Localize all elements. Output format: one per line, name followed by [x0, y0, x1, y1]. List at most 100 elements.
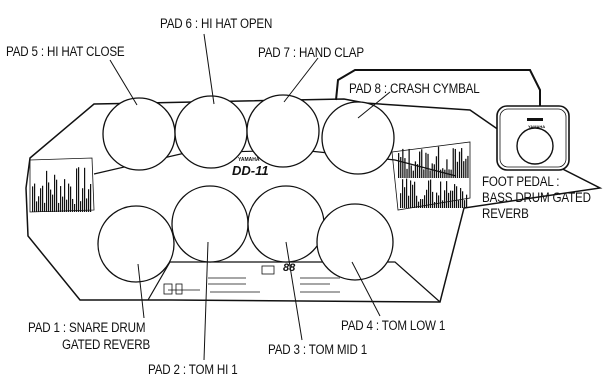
grille-bar: [444, 169, 446, 178]
foot-pedal: [496, 105, 570, 171]
right-grille-bars-upper: [398, 146, 469, 178]
grille-bar: [58, 202, 60, 212]
grille-bar: [465, 158, 467, 178]
grille-bar: [467, 155, 469, 178]
grille-bar: [414, 161, 417, 178]
grille-bar: [434, 201, 436, 208]
grille-bar: [440, 169, 442, 178]
grille-bar: [400, 157, 402, 178]
grille-bar: [408, 148, 410, 178]
grille-bar: [410, 180, 412, 208]
grille-bar: [462, 191, 464, 208]
grille-bar: [450, 190, 452, 208]
grille-bar: [452, 190, 454, 208]
grille-bar: [50, 189, 52, 212]
grille-bar: [74, 203, 76, 212]
grille-bar: [62, 196, 64, 212]
grille-bar: [406, 178, 408, 208]
grille-bar: [435, 156, 438, 178]
grille-bar: [422, 199, 424, 208]
left-speaker-grille: [29, 157, 95, 213]
grille-bar: [428, 180, 430, 208]
label-pad-1-line2: GATED REVERB: [62, 337, 151, 352]
grille-bar: [463, 161, 465, 178]
grille-bar: [466, 194, 468, 208]
pad-7: [246, 94, 320, 168]
grille-bar: [398, 153, 400, 178]
grille-bar: [446, 159, 448, 178]
grille-bar: [88, 189, 90, 212]
grille-bar: [84, 167, 86, 212]
grille-bar: [76, 168, 78, 212]
grille-bar: [38, 196, 40, 212]
grille-bar: [82, 188, 84, 212]
grille-bar: [432, 191, 434, 208]
grille-bar: [431, 163, 433, 178]
label-pad-6: PAD 6 : HI HAT OPEN: [160, 16, 273, 31]
grille-bar: [404, 187, 406, 208]
grille-bar: [68, 183, 70, 212]
pad-4: [316, 203, 394, 281]
grille-bar: [419, 151, 421, 178]
grille-bar: [464, 200, 466, 208]
grille-bar: [433, 164, 435, 178]
grille-bar: [56, 179, 58, 212]
label-pad-2: PAD 2 : TOM HI 1: [148, 362, 238, 377]
device-brand: YAMAHA: [238, 157, 260, 163]
grille-bar: [404, 158, 406, 178]
grille-bar: [42, 185, 44, 212]
grille-bar: [414, 181, 416, 208]
grille-bar: [416, 164, 419, 178]
grille-bar: [436, 192, 438, 208]
grille-bar: [72, 198, 74, 212]
grille-bar: [32, 186, 34, 212]
label-pad-7: PAD 7 : HAND CLAP: [258, 45, 364, 60]
grille-bar: [412, 184, 414, 208]
grille-bar: [423, 169, 425, 178]
grille-bar: [420, 199, 422, 208]
grille-bar: [427, 153, 429, 178]
grille-bar: [44, 202, 46, 212]
pad-5: [102, 97, 176, 171]
grille-bar: [442, 200, 444, 208]
grille-bar: [426, 189, 428, 208]
pedal-brand: YAMAHA: [528, 124, 546, 129]
right-speaker-grille: [391, 141, 471, 211]
grille-bar: [442, 168, 444, 178]
grille-bar: [450, 169, 452, 178]
grille-bar: [410, 165, 412, 178]
pad-1: [97, 205, 175, 283]
grille-bar: [412, 170, 414, 178]
grille-bar: [80, 201, 82, 212]
leader-lines: [109, 33, 391, 361]
label-pad-8: PAD 8 : CRASH CYMBAL: [349, 81, 480, 96]
grille-bar: [34, 183, 36, 212]
label-pad-3: PAD 3 : TOM MID 1: [268, 342, 368, 357]
grille-bar: [424, 195, 426, 208]
grille-bar: [438, 195, 440, 208]
pad-2: [171, 185, 249, 263]
grille-bar: [418, 201, 420, 208]
label-foot-pedal-3: REVERB: [482, 206, 529, 221]
right-grille-bars-lower: [400, 178, 468, 208]
pedal-cable: [335, 69, 541, 106]
grille-bar: [416, 195, 418, 208]
label-pad-1-line1: PAD 1 : SNARE DRUM: [28, 320, 146, 335]
label-foot-pedal-1: FOOT PEDAL :: [482, 174, 560, 189]
grille-bar: [458, 151, 461, 178]
label-pad-4: PAD 4 : TOM LOW 1: [341, 318, 446, 333]
grille-bar: [460, 188, 462, 208]
grille-bar: [60, 186, 62, 212]
grille-bar: [430, 179, 432, 208]
grille-bar: [437, 146, 440, 178]
left-grille-bars: [32, 167, 92, 212]
grille-bar: [452, 148, 454, 178]
grille-bar: [456, 186, 458, 208]
grille-bar: [70, 186, 72, 212]
grille-bar: [456, 161, 459, 178]
grille-bar: [400, 193, 402, 208]
grille-bar: [448, 169, 450, 178]
grille-bar: [402, 179, 404, 208]
grille-bar: [40, 188, 42, 212]
